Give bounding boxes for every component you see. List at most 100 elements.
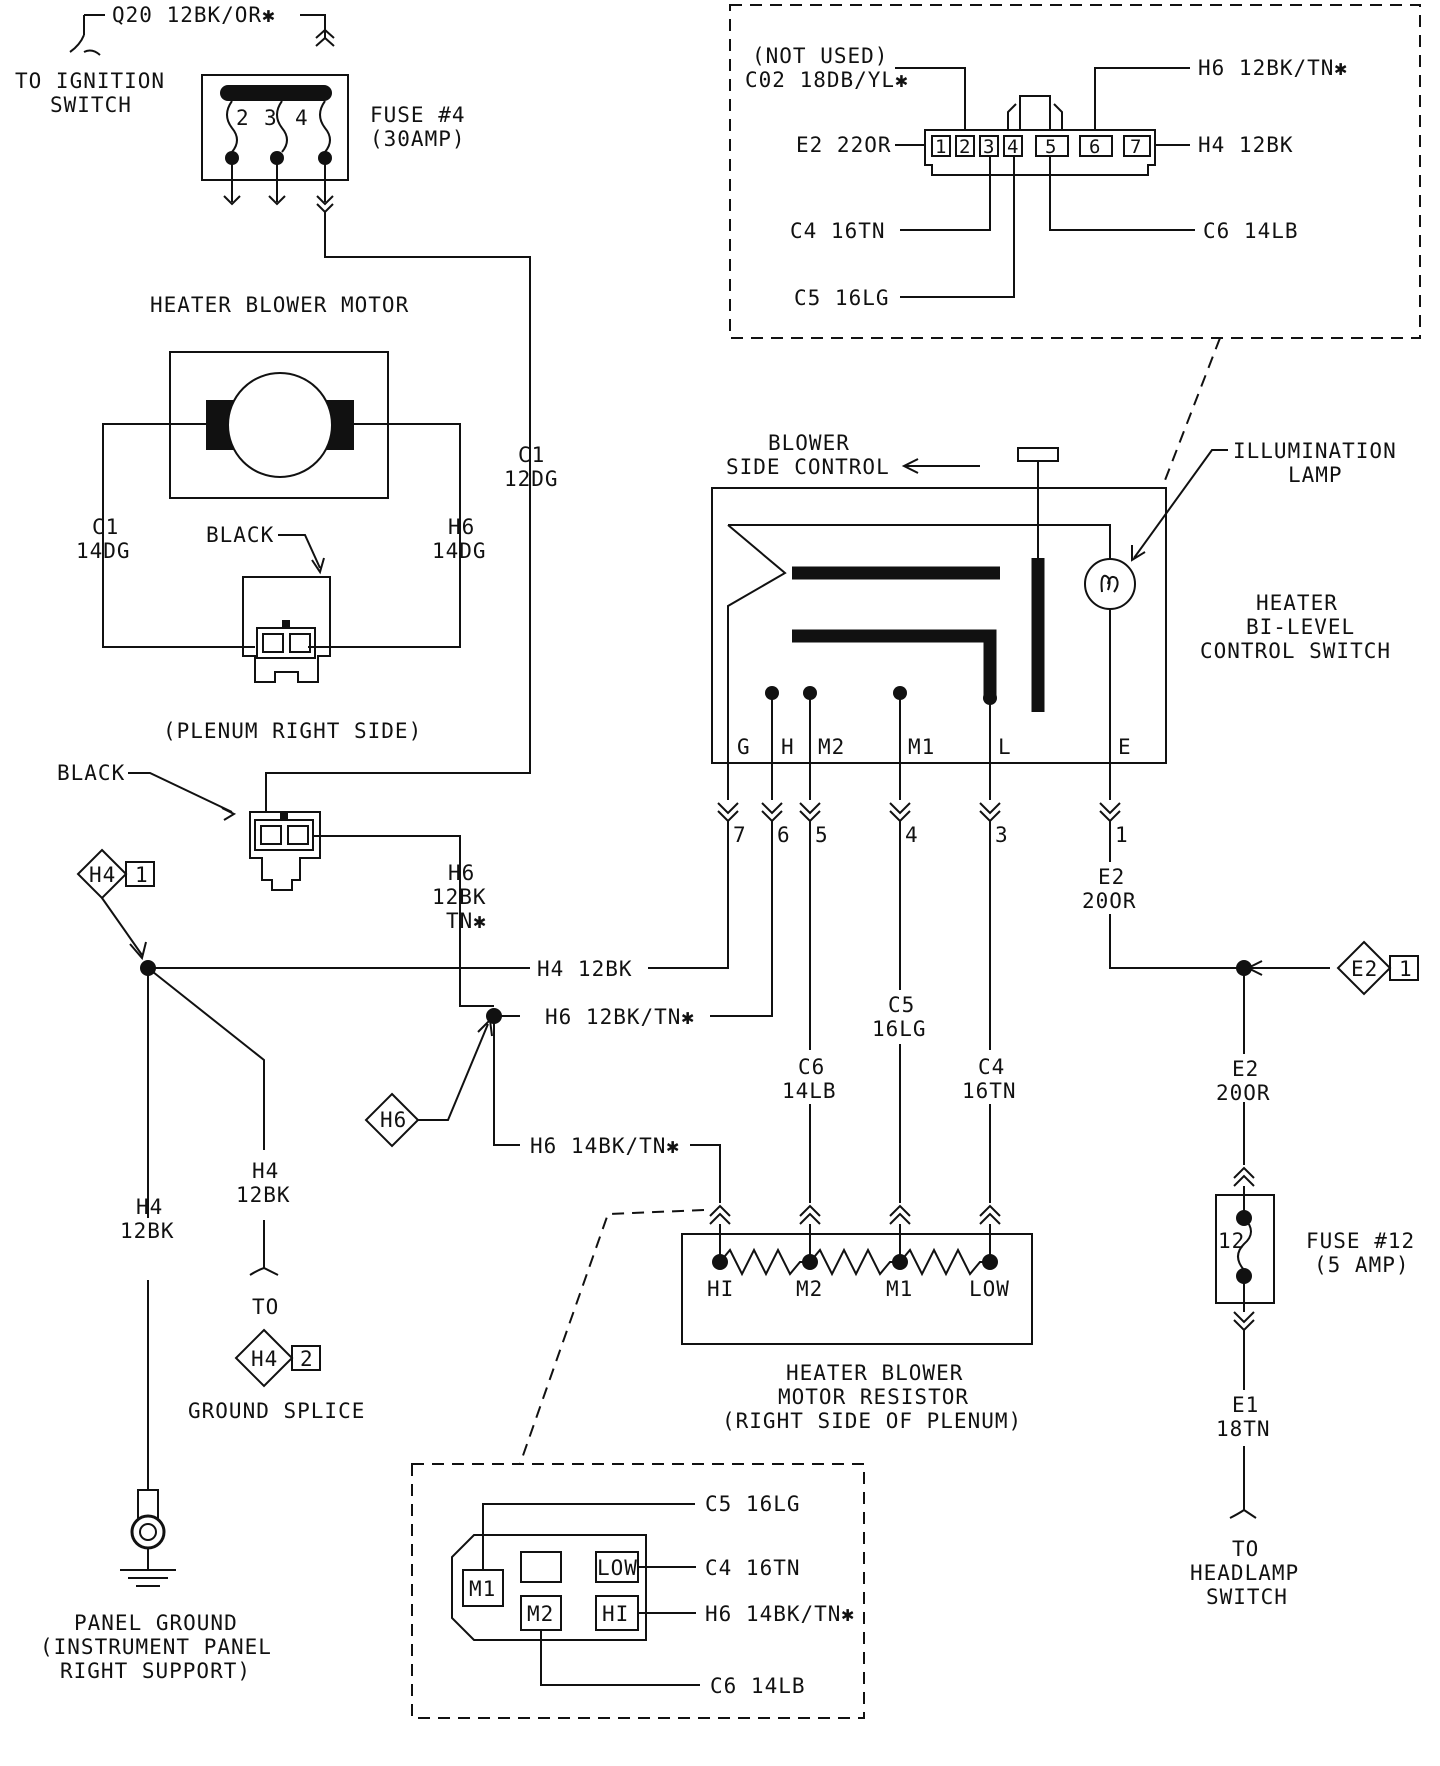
lamp-label-1: ILLUMINATION <box>1233 439 1397 463</box>
resistor-feed-connector: BLACK H6 12BK TN✱ <box>57 761 494 1007</box>
wire-c1-14dg-label-1: C1 <box>92 515 119 539</box>
fuse4-label-2: (30AMP) <box>370 127 466 151</box>
h4-main-label-1: H4 <box>136 1195 163 1219</box>
headlamp-label: HEADLAMP <box>1190 1561 1299 1585</box>
fuse4-pin-4: 4 <box>295 106 309 130</box>
c5-label-2: 16LG <box>872 1017 927 1041</box>
splice-h4-2-num: 2 <box>300 1347 314 1371</box>
inset-leader-top <box>1161 337 1221 489</box>
switch-title-3: CONTROL SWITCH <box>1200 639 1391 663</box>
fuse12-number: 12 <box>1218 1229 1245 1253</box>
pin-7: 7 <box>1130 136 1142 158</box>
e1-label-1: E1 <box>1232 1393 1259 1417</box>
splice-h4-1-name: H4 <box>89 863 116 887</box>
pin-4: 4 <box>1007 136 1019 158</box>
c6-label-1: C6 <box>798 1055 825 1079</box>
pin-2: 2 <box>959 136 971 158</box>
splice-h4-1-num: 1 <box>135 863 149 887</box>
c4-16tn-inset-label: C4 16TN <box>790 219 886 243</box>
panel-ground-2: (INSTRUMENT PANEL <box>40 1635 272 1659</box>
c5-16lg-inset-label: C5 16LG <box>794 286 890 310</box>
pin-5: 5 <box>1045 136 1057 158</box>
splice-e2-1-name: E2 <box>1351 957 1378 981</box>
splice-h6: H6 <box>364 1008 502 1148</box>
ignition-label-2: SWITCH <box>50 93 132 117</box>
c5-label-1: C5 <box>888 993 915 1017</box>
fuse-12: 12 FUSE #12 (5 AMP) E1 18TN TO HEADLAMP … <box>1190 1166 1415 1609</box>
inset-slot-low: LOW <box>597 1556 638 1580</box>
c6-label-2: 14LB <box>782 1079 837 1103</box>
pin-1: 1 <box>935 136 947 158</box>
heater-blower-motor: HEATER BLOWER MOTOR C1 14DG H6 14DG BLAC… <box>76 293 487 743</box>
ground-branch: H4 12BK TO H4 2 GROUND SPLICE H4 12BK PA… <box>40 967 364 1683</box>
wire-c1-12dg <box>265 212 531 812</box>
resistor-title-1: HEATER BLOWER <box>786 1361 963 1385</box>
inset-slot-m1: M1 <box>469 1577 496 1601</box>
fuse-4: 2 3 4 FUSE #4 (30AMP) <box>201 28 466 214</box>
switch-connector-pins: 7 6 5 4 3 1 <box>717 802 1129 847</box>
fuse12-label-2: (5 AMP) <box>1314 1253 1410 1277</box>
resistor-terminal-m1: M1 <box>886 1277 913 1301</box>
wire-h6-14dg-label-2: 14DG <box>432 539 487 563</box>
wire-h6-12bk-label-1: H6 <box>448 861 475 885</box>
c02-wire-label: C02 18DB/YL✱ <box>745 68 909 92</box>
ignition-feed: Q20 12BK/OR✱ TO IGNITION SWITCH <box>15 3 326 117</box>
resistor-title-3: (RIGHT SIDE OF PLENUM) <box>722 1409 1022 1433</box>
switch-connector-inset: (NOT USED) C02 18DB/YL✱ E2 22OR 1 2 3 4 … <box>729 4 1421 339</box>
inset-c6-label: C6 14LB <box>710 1674 806 1698</box>
lower-connector-color: BLACK <box>57 761 125 785</box>
headlamp-switch-label: SWITCH <box>1206 1585 1288 1609</box>
inset-slot-m2: M2 <box>527 1602 554 1626</box>
resistor-terminal-low: LOW <box>969 1277 1010 1301</box>
wire-c1-12dg-label-1: C1 <box>518 443 545 467</box>
fuse4-label-1: FUSE #4 <box>370 103 466 127</box>
resistor-connector-inset: M1 M2 LOW HI C5 16LG C4 16TN H6 14BK/TN✱… <box>411 1463 865 1719</box>
wire-h6-12bk-label-3: TN✱ <box>446 909 487 933</box>
h4-branch-label-1: H4 <box>252 1159 279 1183</box>
pin-6: 6 <box>1089 136 1101 158</box>
harness-wires: H4 12BK H6 12BK/TN✱ H6 14BK/TN✱ C6 14LB … <box>148 821 1330 1203</box>
inset-c4-label: C4 16TN <box>705 1556 801 1580</box>
wire-c1-12dg-label-2: 12DG <box>504 467 559 491</box>
blower-motor-resistor: HI M2 M1 LOW HEATER BLOWER MOTOR RESISTO… <box>681 1204 1033 1433</box>
panel-ground-3: RIGHT SUPPORT) <box>60 1659 251 1683</box>
blower-label: BLOWER <box>768 431 850 455</box>
e2-top-label-1: E2 <box>1098 865 1125 889</box>
conn-num-6: 6 <box>777 823 791 847</box>
e1-label-2: 18TN <box>1216 1417 1271 1441</box>
c4-label-2: 16TN <box>962 1079 1017 1103</box>
e2-bottom-label-1: E2 <box>1232 1057 1259 1081</box>
wire-h6-14dg-label-1: H6 <box>448 515 475 539</box>
h4-branch-label-2: 12BK <box>236 1183 291 1207</box>
terminal-m1: M1 <box>908 735 935 759</box>
not-used-label: (NOT USED) <box>752 44 888 68</box>
fuse12-label-1: FUSE #12 <box>1306 1229 1415 1253</box>
inset-h6-label: H6 14BK/TN✱ <box>705 1602 855 1626</box>
h6-12bk-tn-inset-label: H6 12BK/TN✱ <box>1198 56 1348 80</box>
ground-to-label: TO <box>252 1295 279 1319</box>
ignition-label-1: TO IGNITION <box>15 69 165 93</box>
splice-h4-2-name: H4 <box>251 1347 278 1371</box>
splice-e2-1: E2 1 <box>1336 940 1419 996</box>
headlamp-to-label: TO <box>1232 1537 1259 1561</box>
inset-slot-hi: HI <box>602 1602 629 1626</box>
inset-leader-bottom <box>519 1209 705 1465</box>
control-switch: BLOWER SIDE CONTROL ILLUMINATION LAMP HE… <box>711 431 1397 800</box>
resistor-title-2: MOTOR RESISTOR <box>778 1385 969 1409</box>
blower-connector-color: BLACK <box>206 523 274 547</box>
pin-3: 3 <box>983 136 995 158</box>
blower-motor-title: HEATER BLOWER MOTOR <box>150 293 409 317</box>
plenum-location-label: (PLENUM RIGHT SIDE) <box>163 719 422 743</box>
h4-bus-label: H4 12BK <box>537 957 633 981</box>
conn-num-7: 7 <box>733 823 747 847</box>
e2-22or-label: E2 22OR <box>796 133 892 157</box>
c6-14lb-inset-label: C6 14LB <box>1203 219 1299 243</box>
h6-lower-label: H6 14BK/TN✱ <box>530 1134 680 1158</box>
c4-label-1: C4 <box>978 1055 1005 1079</box>
switch-inset-pins: 1 2 3 4 5 6 7 <box>931 135 1151 158</box>
lamp-label-2: LAMP <box>1288 463 1343 487</box>
conn-num-1: 1 <box>1115 823 1129 847</box>
terminal-h: H <box>781 735 795 759</box>
fuse4-pin-3: 3 <box>264 106 278 130</box>
